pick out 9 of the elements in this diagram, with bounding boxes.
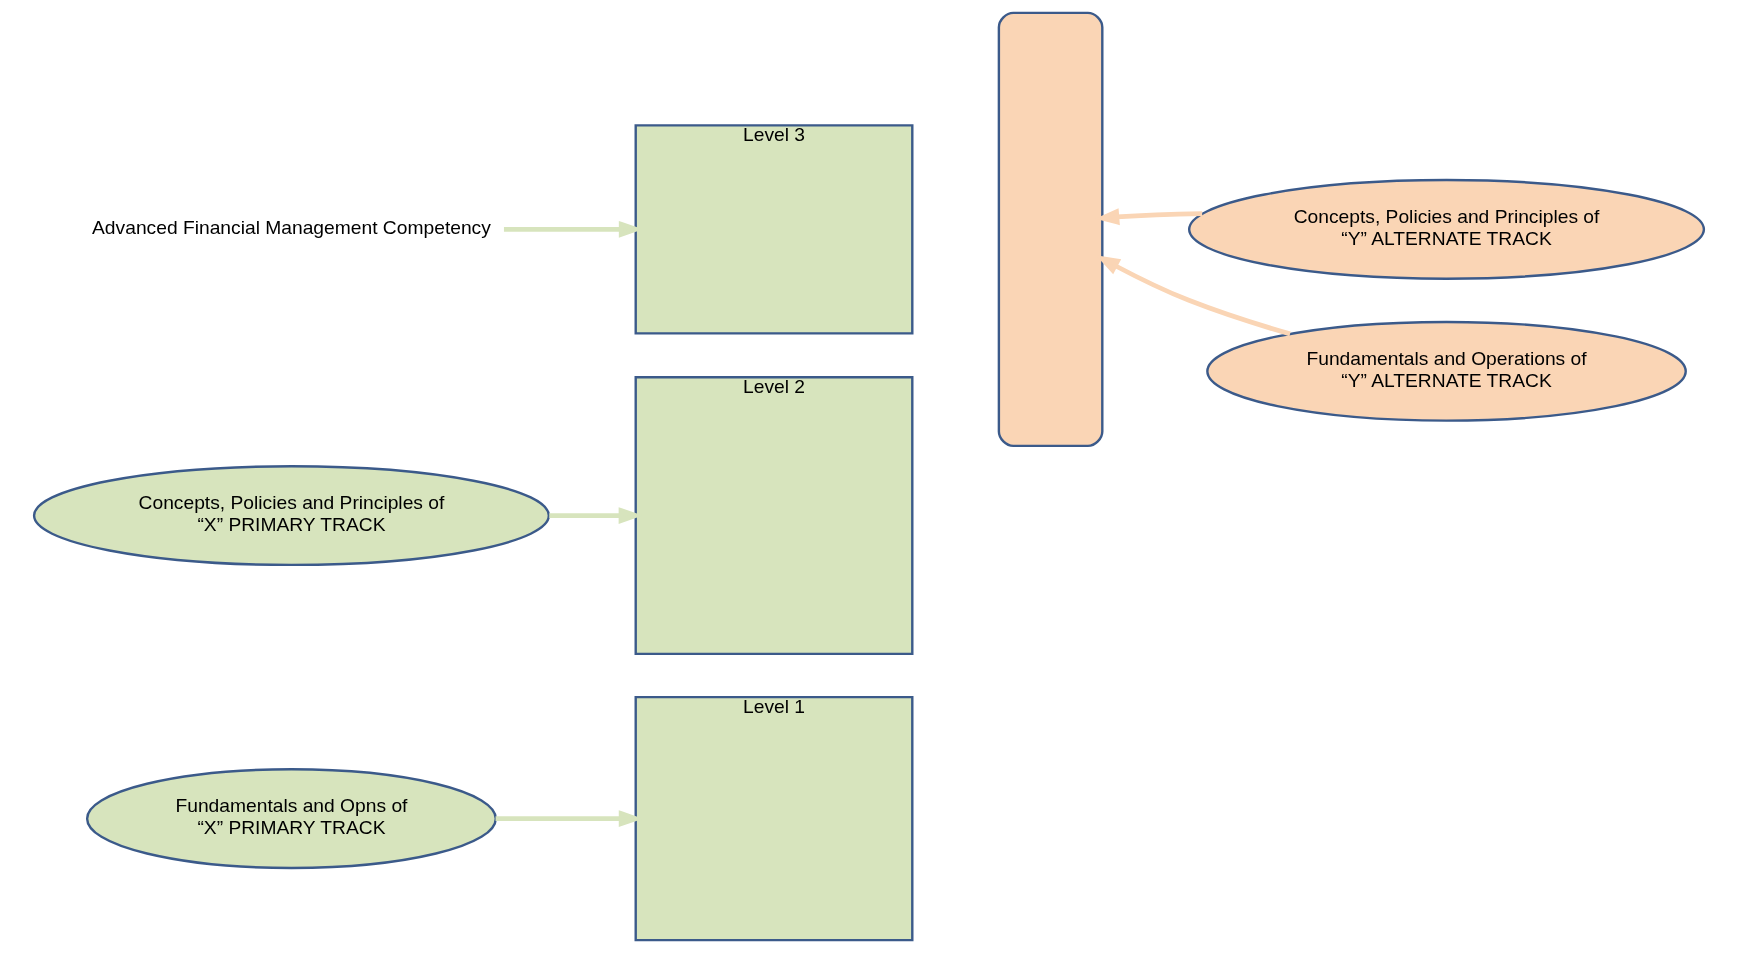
node-band: [997, 11, 1104, 448]
node-ellipse: Concepts, Policies and Principles of “X” PRIMARY TRACK: [32, 465, 551, 567]
node-ellipse: Concepts, Policies and Principles of “Y” ALTERNATE TRACK: [1187, 178, 1706, 280]
node-box: Level 3: [634, 124, 914, 335]
node-box: Level 1: [634, 695, 914, 942]
node-box: Level 2: [634, 376, 914, 656]
node-ellipse: Fundamentals and Opns of “X” PRIMARY TRACK: [85, 768, 497, 870]
node-ellipse: Fundamentals and Operations of “Y” ALTERNATE TRACK: [1206, 320, 1687, 422]
node-text: Advanced Financial Management Competency: [92, 216, 491, 238]
